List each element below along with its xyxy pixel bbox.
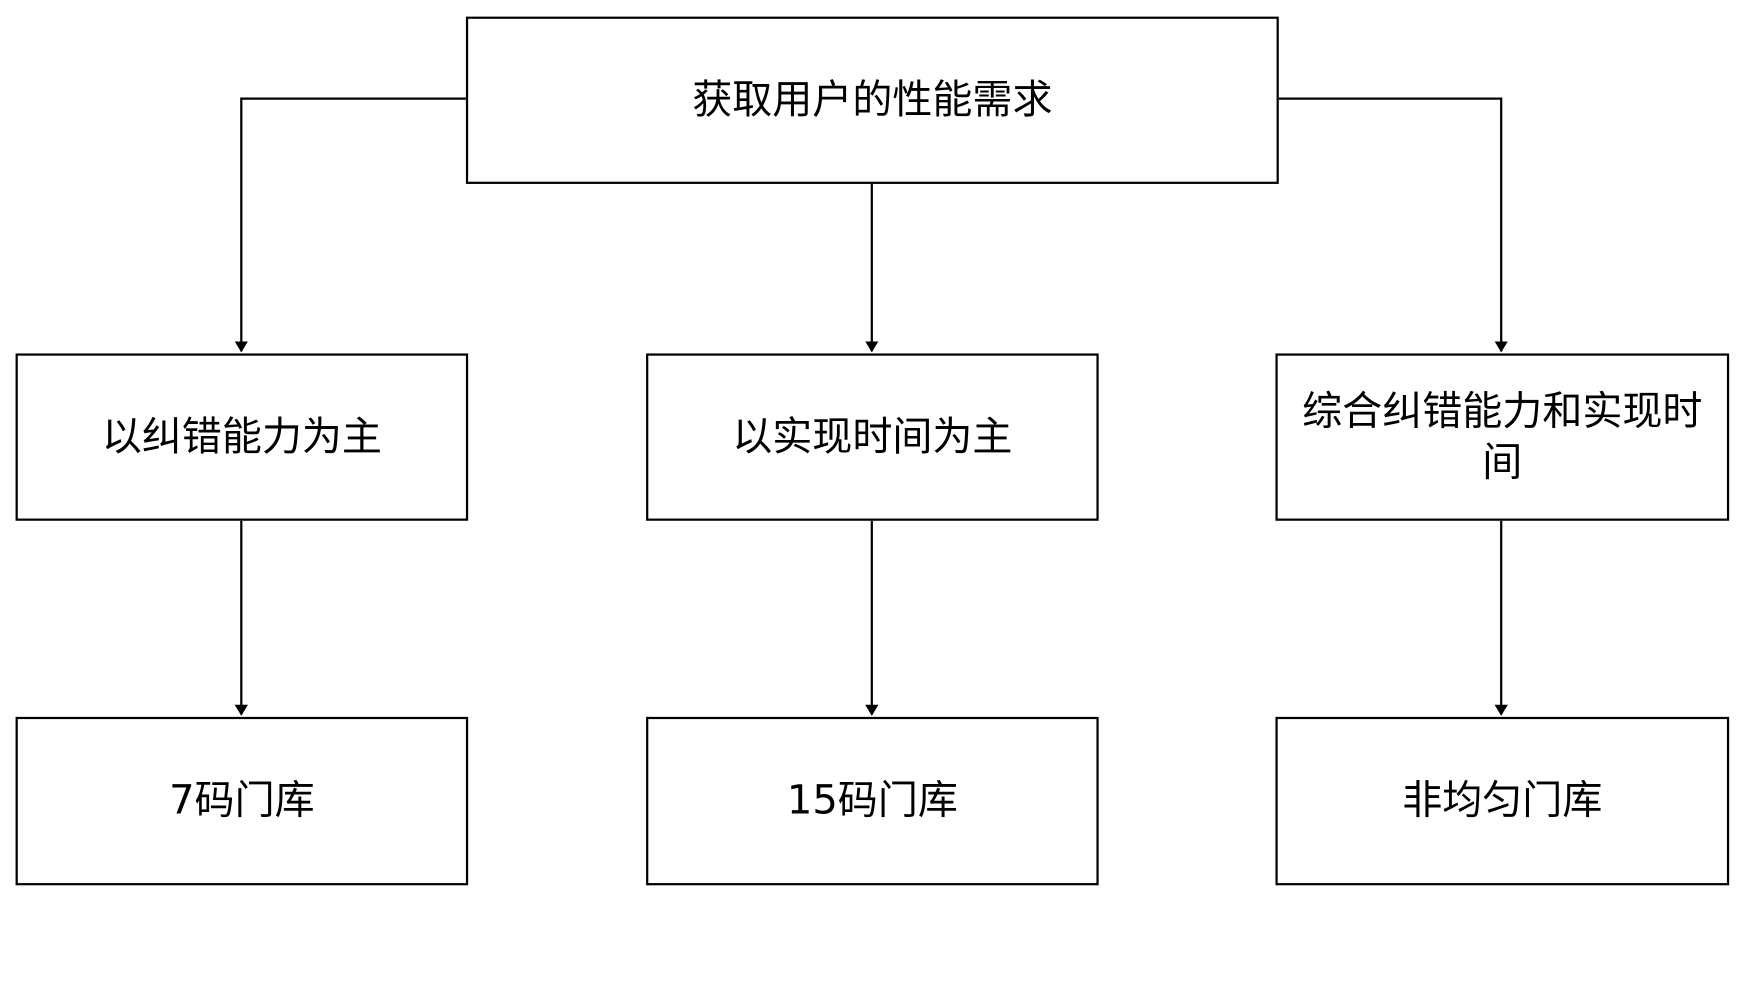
node-get-user-performance-requirements: 获取用户的性能需求 [465, 16, 1279, 184]
arrow-root-to-mid-3 [1278, 97, 1508, 353]
node-15-code-gate-library: 15码门库 [646, 716, 1099, 886]
node-combined-criteria: 综合纠错能力和实现时间 [1275, 353, 1730, 521]
node-label: 获取用户的性能需求 [692, 77, 1053, 123]
arrow-root-to-mid-1 [234, 97, 466, 353]
node-label: 非均匀门库 [1402, 777, 1603, 824]
node-label: 以纠错能力为主 [101, 413, 382, 460]
node-non-uniform-gate-library: 非均匀门库 [1275, 716, 1730, 886]
node-label: 以实现时间为主 [732, 413, 1013, 460]
node-7-code-gate-library: 7码门库 [15, 716, 469, 886]
node-label: 7码门库 [169, 777, 315, 824]
node-implementation-time-priority: 以实现时间为主 [646, 353, 1099, 521]
node-label: 综合纠错能力和实现时间 [1302, 388, 1703, 485]
node-error-correction-priority: 以纠错能力为主 [15, 353, 469, 521]
node-label: 15码门库 [786, 777, 958, 824]
